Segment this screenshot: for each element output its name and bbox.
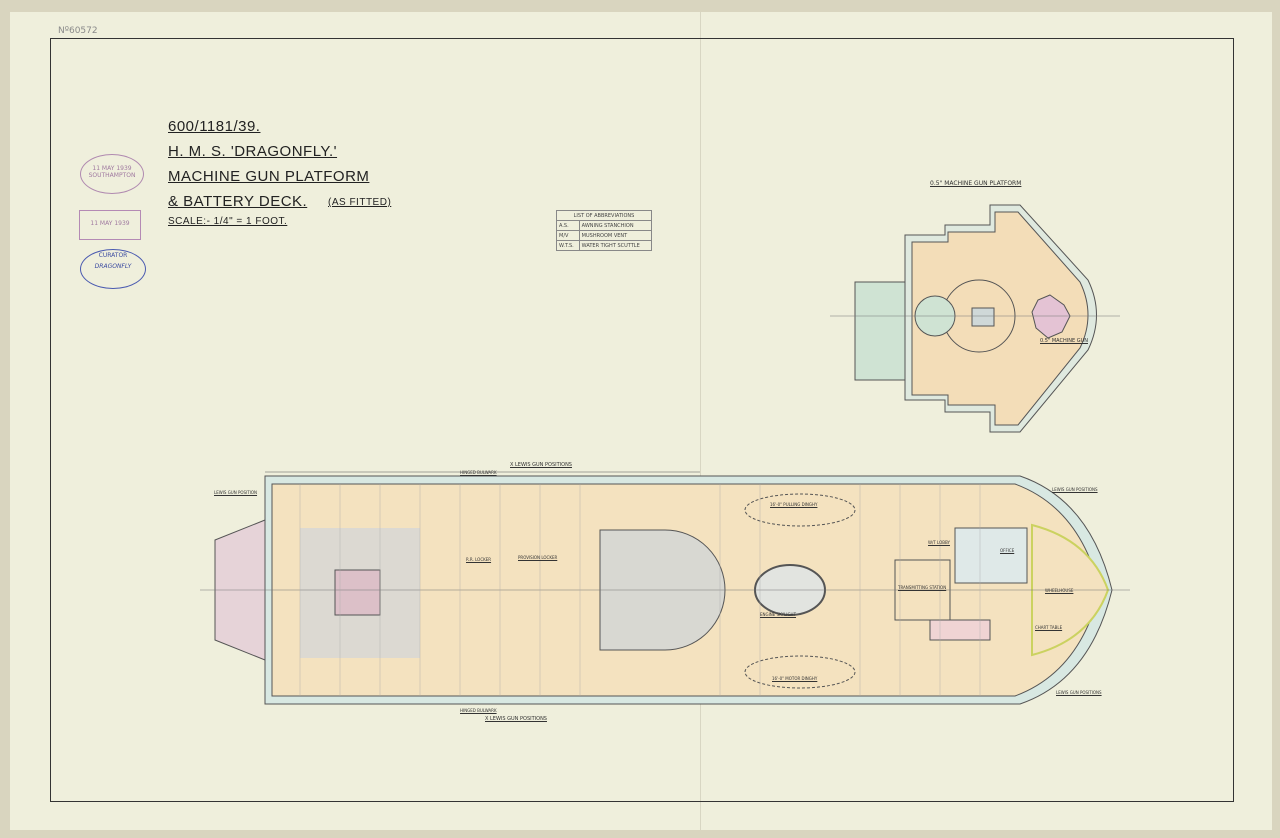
table-row: W.T.S.WATER TIGHT SCUTTLE	[556, 240, 653, 251]
scale-label: SCALE:- 1/4" = 1 FOOT.	[168, 216, 288, 227]
title-line-2: & BATTERY DECK.	[168, 193, 308, 210]
hinged-bulwark-bottom: HINGED BULWARK	[460, 708, 497, 713]
platform-gun-label: 0.5" MACHINE GUN	[1040, 338, 1088, 344]
wt-lobby-label: W/T LOBBY	[928, 540, 950, 545]
lewis-gun-positions-right-top: LEWIS GUN POSITIONS	[1052, 487, 1098, 492]
as-fitted-note: (AS FITTED)	[328, 197, 392, 208]
drawing-border	[50, 38, 1234, 802]
transmitting-station-label: TRANSMITTING STATION	[898, 585, 947, 590]
abbr-meaning: WATER TIGHT SCUTTLE	[578, 240, 653, 251]
chart-table-label: CHART TABLE	[1035, 625, 1063, 630]
wheelhouse-label: WHEELHOUSE	[1045, 588, 1074, 593]
pulling-dinghy	[744, 493, 856, 527]
reference-number: Nº60572	[58, 26, 98, 36]
platform-title: 0.5" MACHINE GUN PLATFORM	[930, 180, 1022, 187]
office	[954, 527, 1028, 584]
lewis-gun-positions-top: X LEWIS GUN POSITIONS	[510, 462, 572, 468]
engine-skylight-label: ENGINE SKYLIGHT	[760, 612, 797, 617]
lewis-gun-positions-bottom: X LEWIS GUN POSITIONS	[485, 716, 547, 722]
platform-deck	[911, 211, 1089, 426]
motor-dinghy-label: 16'-0" MOTOR DINGHY	[772, 676, 818, 681]
office-label: OFFICE	[1000, 548, 1015, 553]
curator-stamp: CURATOR DRAGONFLY	[80, 249, 146, 289]
abbreviations-table: LIST OF ABBREVIATIONS A.S.AWNING STANCHI…	[556, 210, 653, 251]
overseer-stamp: 11 MAY 1939	[79, 210, 141, 240]
rr-locker-label: R.R. LOCKER	[466, 557, 492, 562]
magazine	[929, 619, 991, 641]
gun-mounting	[334, 569, 381, 616]
pulling-dinghy-label: 16'-0" PULLING DINGHY	[770, 502, 818, 507]
lewis-gun-position-left: LEWIS GUN POSITION	[214, 490, 258, 495]
motor-dinghy	[744, 655, 856, 689]
title-line-1: MACHINE GUN PLATFORM	[168, 168, 370, 185]
battery-deck-plan	[200, 471, 1130, 705]
fold-line	[700, 12, 701, 830]
ship-name: H. M. S. 'DRAGONFLY.'	[168, 143, 338, 160]
machine-gun-platform-plan	[830, 204, 1120, 433]
lewis-gun-positions-right-bottom: LEWIS GUN POSITIONS	[1056, 690, 1102, 695]
builder-stamp: 11 MAY 1939 SOUTHAMPTON	[80, 154, 144, 194]
machine-gun-mount	[1031, 294, 1071, 339]
hinged-bulwark-top: HINGED BULWARK	[460, 470, 497, 475]
platform-water-tanks	[854, 281, 908, 381]
director	[971, 307, 995, 327]
drawing-number: 600/1181/39.	[168, 118, 261, 135]
provision-locker-label: PROVISION LOCKER	[518, 555, 558, 560]
